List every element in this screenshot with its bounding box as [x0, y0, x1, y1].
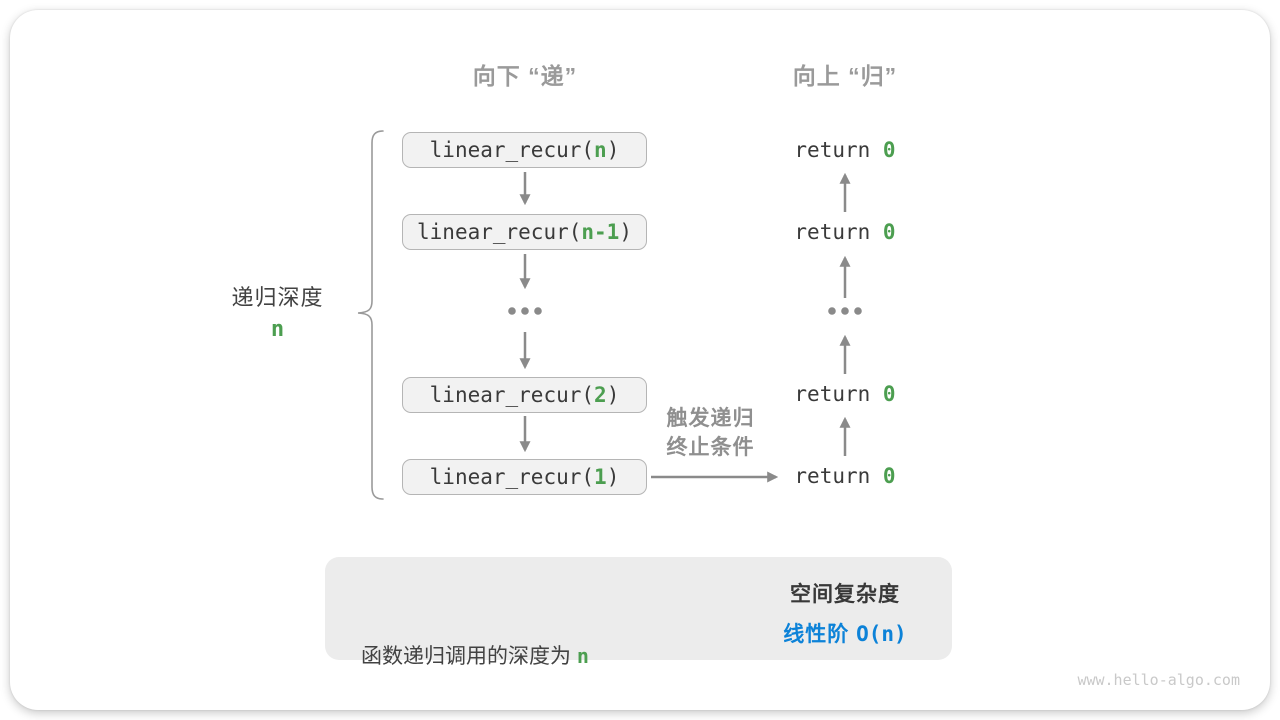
- space-complexity-result: 线性阶 O(n): [740, 618, 950, 648]
- return-keyword: return: [794, 382, 883, 406]
- return-keyword: return: [794, 138, 883, 162]
- call-box-prefix: linear_recur(: [429, 138, 595, 162]
- call-box-suffix: ): [619, 220, 632, 244]
- call-box-suffix: ): [606, 465, 620, 489]
- complexity-order-label: 线性阶: [783, 623, 857, 646]
- header-return-up: 向上 “归”: [792, 63, 898, 89]
- return-value: 0: [882, 464, 896, 488]
- return-value: 0: [882, 382, 896, 406]
- depth-brace: [357, 130, 384, 500]
- site-watermark: www.hello-algo.com: [1077, 671, 1240, 689]
- ellipsis-up-icon: [828, 307, 862, 315]
- call-box-prefix: linear_recur(: [417, 220, 582, 244]
- call-box-n: linear_recur(n): [402, 132, 647, 168]
- ellipsis-down-icon: [508, 307, 542, 315]
- return-value: 0: [882, 220, 896, 244]
- return-keyword: return: [794, 464, 883, 488]
- call-box-2: linear_recur(2): [402, 377, 647, 413]
- call-box-arg: 1: [594, 465, 607, 489]
- header-recurse-down: 向下 “递”: [472, 63, 578, 89]
- call-box-arg: n-1: [581, 220, 620, 244]
- summary-explanation: 函数递归调用的深度为 n 共使用 O(n) 的栈帧空间: [330, 576, 620, 720]
- call-box-suffix: ): [606, 383, 620, 407]
- space-complexity-title: 空间复杂度: [790, 583, 900, 606]
- call-box-suffix: ): [606, 138, 620, 162]
- base-case-label-line1: 触发递归: [666, 407, 755, 430]
- base-case-label: 触发递归 终止条件: [623, 404, 798, 462]
- return-statement: return 0: [745, 464, 945, 490]
- call-box-prefix: linear_recur(: [429, 383, 595, 407]
- return-statement: return 0: [745, 220, 945, 246]
- call-box-prefix: linear_recur(: [429, 465, 595, 489]
- base-case-label-line2: 终止条件: [666, 436, 755, 459]
- call-box-1: linear_recur(1): [402, 459, 647, 495]
- return-value: 0: [882, 138, 896, 162]
- call-box-arg: n: [594, 138, 607, 162]
- complexity-big-o: O(n): [856, 622, 907, 646]
- call-box-n-1: linear_recur(n-1): [402, 214, 647, 250]
- summary-line1: 函数递归调用的深度为 n: [330, 640, 620, 673]
- recursion-depth-label: 递归深度: [231, 285, 324, 310]
- return-keyword: return: [794, 220, 883, 244]
- call-box-arg: 2: [594, 383, 607, 407]
- return-statement: return 0: [745, 382, 945, 408]
- summary-panel: [325, 557, 952, 660]
- recursion-depth-value: n: [270, 317, 285, 342]
- summary-line1-n: n: [576, 644, 589, 668]
- return-statement: return 0: [745, 138, 945, 164]
- summary-line1-text: 函数递归调用的深度为: [361, 645, 577, 668]
